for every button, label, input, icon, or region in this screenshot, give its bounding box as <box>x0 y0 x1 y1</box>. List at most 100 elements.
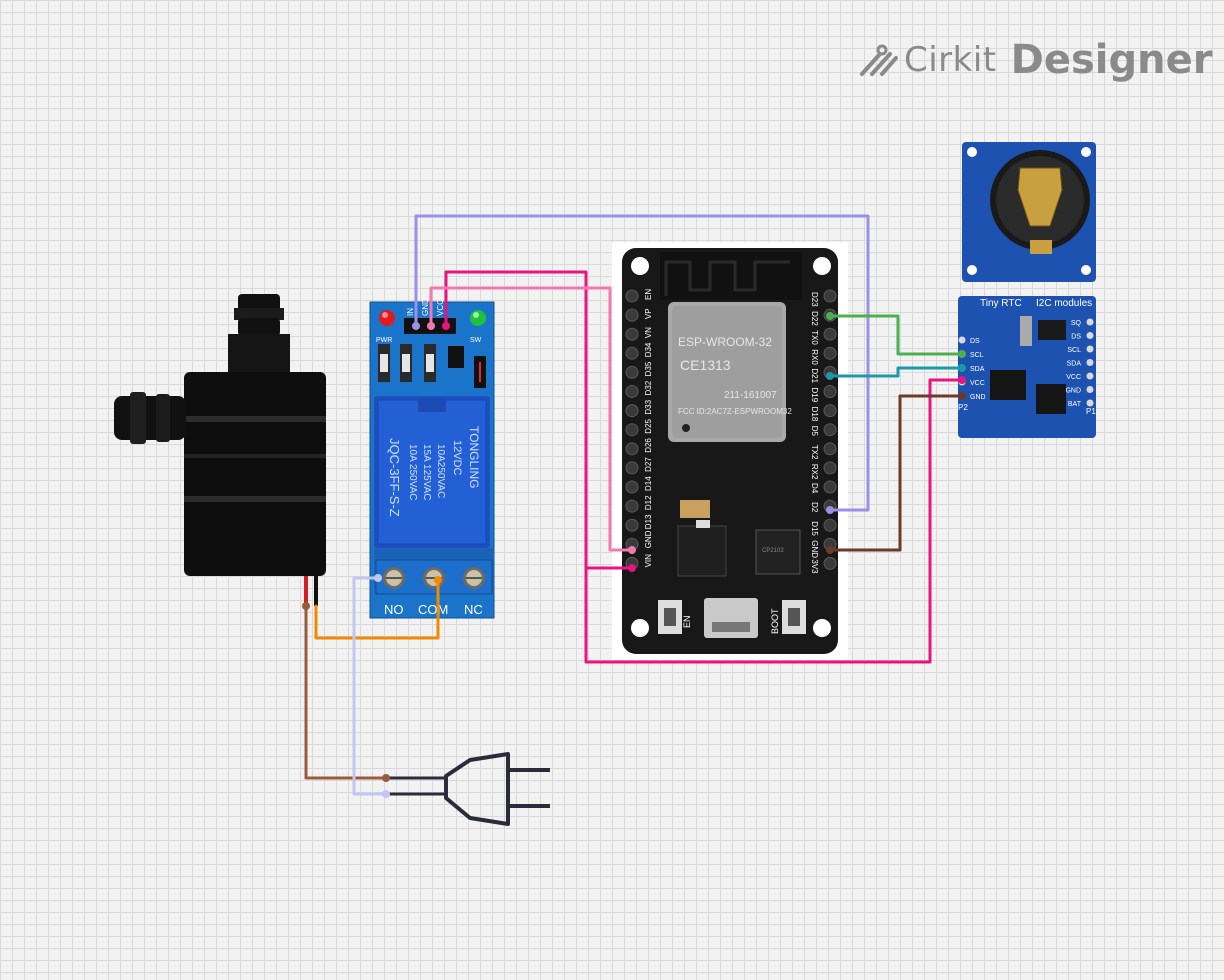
relay-rating-ac2: 15A 125VAC <box>421 444 432 501</box>
wire-relay-gnd-to-gnd[interactable] <box>429 286 634 552</box>
rtc-pin-sq-right[interactable] <box>1086 318 1094 326</box>
esp32-module-label: ESP-WROOM-32 <box>678 335 772 349</box>
rtc-pin-label: SQ <box>1071 320 1082 327</box>
esp32-pin-label: D26 <box>644 438 653 453</box>
esp32-pin-label: D19 <box>810 388 819 403</box>
esp32-fcc-id: FCC ID:2AC7Z-ESPWROOM32 <box>678 407 792 416</box>
brand-name-light: Cirkit <box>904 40 997 80</box>
rtc-pin-ds-right[interactable] <box>1086 332 1094 339</box>
brand-name-bold: Designer <box>1010 37 1213 83</box>
esp32-pin-d5-right[interactable] <box>823 423 837 437</box>
rtc-pin-ds-left[interactable] <box>958 336 966 344</box>
esp32-pin-vp-left[interactable] <box>625 308 639 322</box>
terminal-label-nc: NC <box>464 602 483 617</box>
esp32-pin-label: D27 <box>644 457 653 472</box>
wire-no-to-plug[interactable] <box>352 576 388 796</box>
esp32-pin-en-left[interactable] <box>625 289 639 303</box>
terminal-label-com: COM <box>418 602 448 617</box>
rtc-label-p2: P2 <box>958 403 968 412</box>
water-pump[interactable] <box>114 294 326 606</box>
esp32-pin-label: 3V3 <box>810 559 819 574</box>
esp32-pin-rx2-right[interactable] <box>823 461 837 475</box>
wire-scl-to-d22[interactable] <box>828 314 964 356</box>
rtc-right-pin-header: SQ DS SCL SDA VCC GND BAT <box>1065 318 1094 408</box>
esp32-pin-label: VP <box>644 308 653 319</box>
esp32-pin-d25-left[interactable] <box>625 423 639 437</box>
rtc-battery-board[interactable] <box>962 142 1096 282</box>
esp32-pin-d12-left[interactable] <box>625 499 639 513</box>
esp32-pin-d34-left[interactable] <box>625 346 639 360</box>
ac-plug[interactable] <box>386 752 550 826</box>
esp32-pin-vn-left[interactable] <box>625 327 639 341</box>
esp32-button-en: EN <box>682 615 692 628</box>
terminal-label-no: NO <box>384 602 404 617</box>
rtc-title: Tiny RTC <box>980 298 1022 309</box>
rtc-pin-label: GND <box>1065 388 1081 395</box>
rtc-pin-scl-right[interactable] <box>1086 345 1094 353</box>
wire-gnd-to-rtc-gnd[interactable] <box>828 394 964 552</box>
rtc-pin-label: BAT <box>1068 401 1082 408</box>
wire-endpoints <box>302 312 966 798</box>
esp32-pin-label: RX0 <box>810 349 819 365</box>
rtc-pin-gnd-right[interactable] <box>1086 386 1094 393</box>
esp32-pin-label: TX0 <box>810 330 819 345</box>
rtc-pin-label: GND <box>970 394 986 401</box>
esp32-pin-d18-right[interactable] <box>823 404 837 418</box>
rtc-pin-label: DS <box>1071 334 1081 341</box>
esp32-button-boot: BOOT <box>770 608 780 634</box>
esp32-ce-mark: CE1313 <box>680 357 731 373</box>
svg-text:CP2102: CP2102 <box>762 548 784 554</box>
esp32-pin-3v3-right[interactable] <box>823 556 837 570</box>
esp32-left-pin-header: ENVPVND34D35D32D33D25D26D27D14D12D13GNDV… <box>625 289 653 570</box>
esp32-cert-no: 211-161007 <box>724 390 777 401</box>
wire-sda-to-d21[interactable] <box>828 366 964 378</box>
esp32-pin-label: D33 <box>644 399 653 414</box>
wire-relay-in-to-d2[interactable] <box>414 214 870 512</box>
relay-module[interactable]: TONGLING 12VDC 10A250VAC 15A 125VAC 10A … <box>369 298 495 619</box>
esp32-pin-d15-right[interactable] <box>823 518 837 532</box>
esp32-pin-label: D32 <box>644 380 653 395</box>
esp32-pin-d13-left[interactable] <box>625 518 639 532</box>
esp32-pin-d19-right[interactable] <box>823 385 837 398</box>
rtc-pin-label: SDA <box>970 366 985 373</box>
rtc-pin-label: VCC <box>1066 374 1081 381</box>
relay-rating-dc: 12VDC <box>451 440 463 476</box>
rtc-pin-label: VCC <box>970 380 985 387</box>
esp32-pin-d33-left[interactable] <box>625 404 639 418</box>
wire-pump-to-plug[interactable] <box>304 604 388 780</box>
esp32-pin-label: D22 <box>810 311 819 326</box>
esp32-pin-d4-right[interactable] <box>823 480 837 494</box>
esp32-pin-rx0-right[interactable] <box>823 346 837 360</box>
esp32-pin-label: GND <box>644 530 653 548</box>
rtc-pin-sda-right[interactable] <box>1086 359 1094 366</box>
esp32-pin-d32-left[interactable] <box>625 385 639 398</box>
wire-relay-vcc-to-vin[interactable] <box>444 270 634 570</box>
esp32-pin-label: VIN <box>644 554 653 568</box>
esp32-pin-tx0-right[interactable] <box>823 327 837 341</box>
rtc-pin-label: SCL <box>970 352 984 359</box>
esp32-pin-d23-right[interactable] <box>823 289 837 303</box>
esp32-pin-label: D21 <box>810 368 819 383</box>
esp32-pin-label: D18 <box>810 407 819 422</box>
rtc-pin-label: SCL <box>1067 347 1081 354</box>
wire-pump-to-com[interactable] <box>314 578 440 640</box>
esp32-pin-label: D35 <box>644 361 653 376</box>
rtc-pin-label: SDA <box>1067 361 1082 368</box>
esp32-pin-d35-left[interactable] <box>625 365 639 379</box>
esp32-pin-label: D13 <box>644 514 653 529</box>
sw-led <box>470 310 486 326</box>
wire-vin-to-rtc-vcc[interactable] <box>584 378 964 664</box>
esp32-pin-d27-left[interactable] <box>625 461 639 475</box>
esp32-devkit[interactable]: ESP-WROOM-32 CE1313 211-161007 FCC ID:2A… <box>612 242 848 660</box>
relay-label-pwr: PWR <box>376 337 392 344</box>
esp32-pin-tx2-right[interactable] <box>823 442 837 456</box>
esp32-pin-d14-left[interactable] <box>625 480 639 494</box>
relay-brand: TONGLING <box>467 426 481 488</box>
rtc-pin-vcc-right[interactable] <box>1086 372 1094 380</box>
rtc-pin-bat-right[interactable] <box>1086 399 1094 407</box>
esp32-pin-label: D34 <box>644 342 653 357</box>
esp32-pin-label: D15 <box>810 521 819 536</box>
esp32-pin-d26-left[interactable] <box>625 442 639 456</box>
